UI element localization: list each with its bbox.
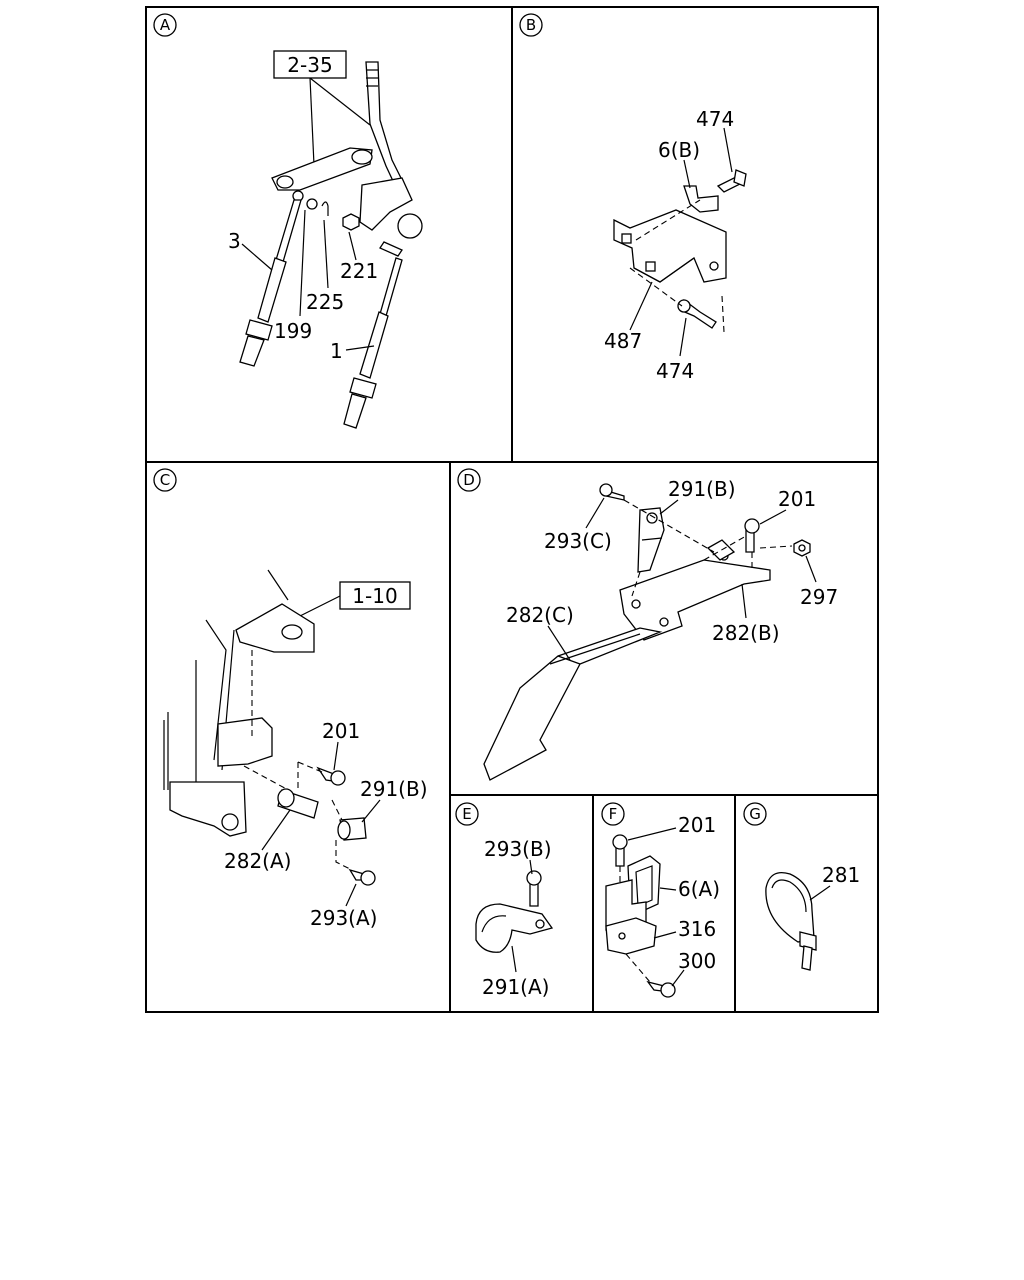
part-number-label: 225 <box>306 290 344 314</box>
panel-letter: G <box>749 805 761 823</box>
part-number-label: 293(B) <box>484 837 552 861</box>
part-number-label: 281 <box>822 863 860 887</box>
clamp-282a <box>277 788 319 819</box>
part-number-label: 201 <box>322 719 360 743</box>
bolt-201-d <box>744 518 760 553</box>
panel-c-ref-box: 1-10 <box>339 581 411 610</box>
bolt-201-f <box>612 834 628 867</box>
part-number-label: 201 <box>678 813 716 837</box>
clip-291a <box>475 903 554 953</box>
bolt-474-bottom <box>677 298 717 329</box>
panel-c-marker: C <box>153 468 177 492</box>
panel-f: F 201 6(A) 316 300 <box>601 802 720 998</box>
part-number-label: 293(C) <box>544 529 612 553</box>
panel-b-marker: B <box>519 13 543 37</box>
part-number-label: 487 <box>604 329 642 353</box>
panel-letter: C <box>160 471 170 489</box>
bolt-293b <box>526 870 542 907</box>
clip-291b-d <box>637 507 665 573</box>
bolt-201 <box>316 766 346 786</box>
part-number-label: 6(A) <box>678 877 720 901</box>
part-number-label: 474 <box>696 107 734 131</box>
bolt-300 <box>646 980 676 998</box>
bolt-474-top <box>716 169 747 193</box>
panel-g-marker: G <box>743 802 767 826</box>
column-structure <box>163 569 315 837</box>
panel-a: A 2-35 <box>153 13 423 429</box>
bolt-293c <box>599 483 625 501</box>
panel-d: D 291( <box>457 468 838 781</box>
part-number-label: 300 <box>678 949 716 973</box>
part-number-label: 293(A) <box>310 906 377 930</box>
part-number-label: 291(B) <box>668 477 736 501</box>
panel-frames <box>145 6 879 1013</box>
clip-291b <box>337 817 367 841</box>
panel-f-marker: F <box>601 802 625 826</box>
panel-e: E 293(B) 291(A) <box>455 802 554 999</box>
part-number-label: 282(B) <box>712 621 780 645</box>
panel-letter: D <box>463 471 475 489</box>
bracket-487 <box>613 209 727 283</box>
lever-arm <box>271 147 373 191</box>
part-number-label: 3 <box>228 229 241 253</box>
cable-tie-281 <box>765 871 817 971</box>
panel-a-ref-box: 2-35 <box>273 50 347 79</box>
part-number-label: 282(A) <box>224 849 291 873</box>
panel-b: B 474 6(B) 487 474 <box>519 13 747 383</box>
part-number-label: 199 <box>274 319 312 343</box>
part-number-label: 6(B) <box>658 138 700 162</box>
shift-lever <box>359 61 423 239</box>
part-number-label: 297 <box>800 585 838 609</box>
cable-3 <box>239 199 302 367</box>
part-number-label: 282(C) <box>506 603 574 627</box>
panel-a-marker: A <box>153 13 177 37</box>
nut-297 <box>793 539 811 557</box>
bolt-293a <box>348 868 376 886</box>
part-number-label: 221 <box>340 259 378 283</box>
panel-letter: F <box>609 805 618 823</box>
part-number-label: 201 <box>778 487 816 511</box>
panel-letter: E <box>462 805 471 823</box>
panel-e-marker: E <box>455 802 479 826</box>
panel-d-marker: D <box>457 468 481 492</box>
part-number-label: 291(A) <box>482 975 549 999</box>
clip-6b <box>683 185 719 213</box>
panel-letter: A <box>160 16 171 34</box>
part-number-label: 291(B) <box>360 777 428 801</box>
panel-letter: B <box>526 16 536 34</box>
cable-1 <box>343 257 403 429</box>
reference-label: 2-35 <box>287 53 332 77</box>
part-number-label: 474 <box>656 359 694 383</box>
pin-and-washers <box>292 190 403 257</box>
panel-g: G 281 <box>743 802 860 971</box>
bracket-316 <box>605 879 657 955</box>
bracket-282c <box>483 627 663 781</box>
part-number-label: 316 <box>678 917 716 941</box>
part-number-label: 1 <box>330 339 343 363</box>
reference-label: 1-10 <box>352 584 397 608</box>
panel-c: C 1-10 <box>153 468 428 930</box>
